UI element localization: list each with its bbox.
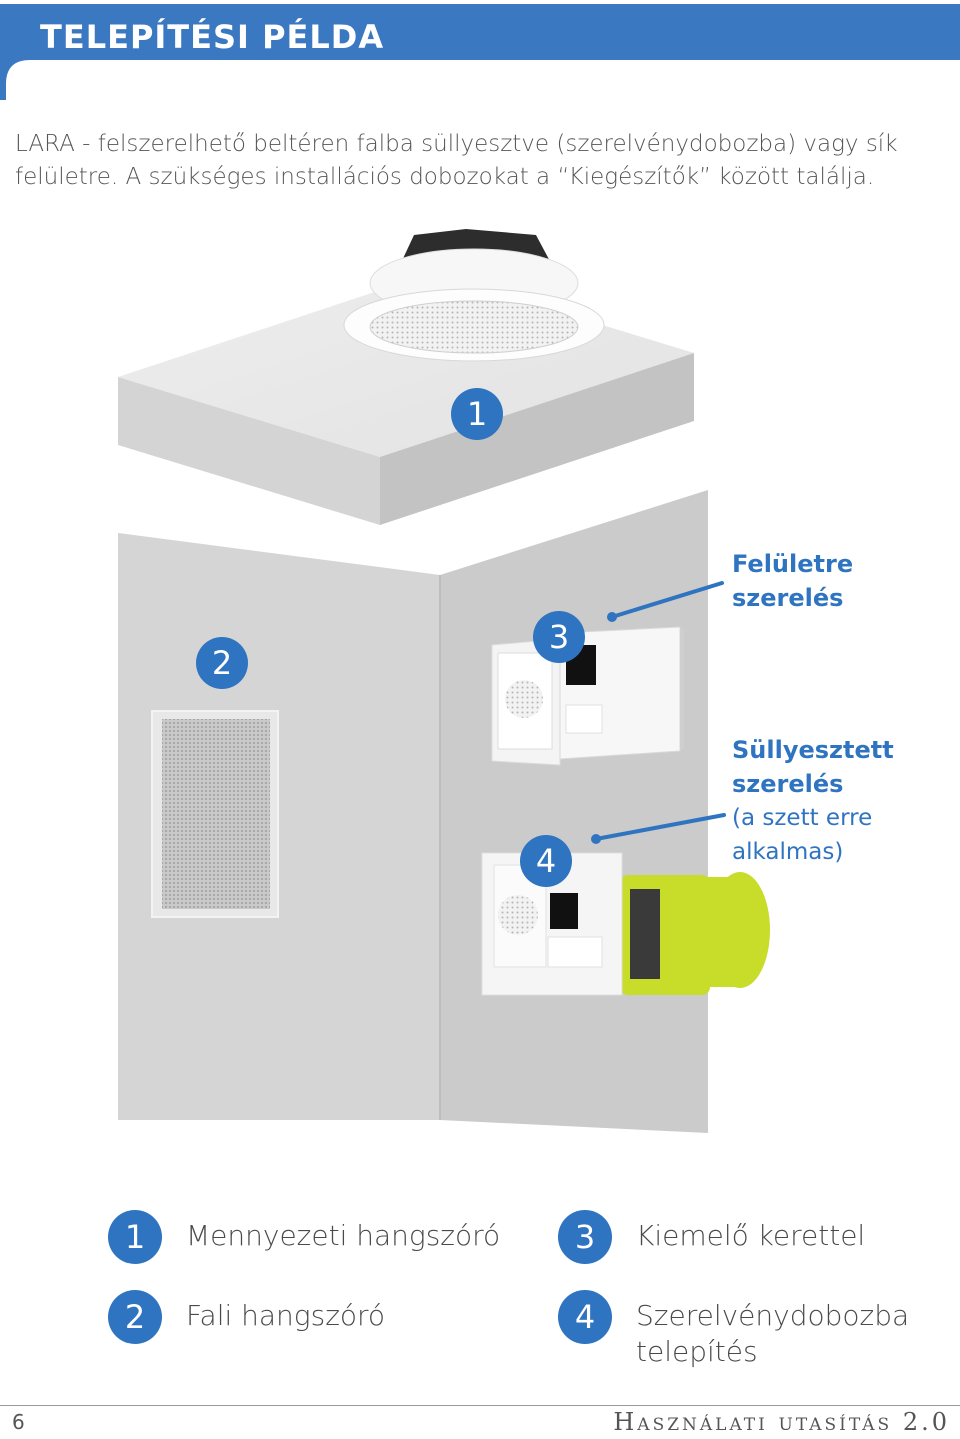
legend-item-3: 3 Kiemelő kerettel	[558, 1210, 865, 1264]
legend-number: 1	[108, 1210, 162, 1264]
room-corner-drawing	[118, 229, 770, 1133]
legend-number: 2	[108, 1290, 162, 1344]
legend-item-2: 2 Fali hangszóró	[108, 1290, 385, 1344]
legend-label: Kiemelő kerettel	[636, 1219, 866, 1252]
footer-title: Használati utasítás 2.0	[613, 1408, 950, 1436]
right-wall	[440, 490, 708, 1133]
flush-mount-device	[481, 852, 770, 996]
legend-number: 4	[558, 1290, 612, 1344]
scene-badge-3: 3	[533, 611, 585, 663]
wall-speaker	[151, 710, 279, 918]
scene-badge-4: 4	[520, 835, 572, 887]
legend-number: 3	[558, 1210, 612, 1264]
page-title: TELEPÍTÉSI PÉLDA	[40, 18, 385, 56]
legend-label: Szerelvénydobozba	[636, 1299, 910, 1332]
ceiling-speaker	[343, 229, 605, 362]
legend-item-1: 1 Mennyezeti hangszóró	[108, 1210, 500, 1264]
callout-surface-mount: Felületre szerelés	[732, 550, 854, 612]
legend-item-4: 4 Szerelvénydobozba telepítés	[558, 1290, 909, 1370]
legend-label: Fali hangszóró	[186, 1299, 386, 1332]
legend-label: Mennyezeti hangszóró	[186, 1219, 501, 1252]
intro-paragraph: LARA - felszerelhető beltéren falba süll…	[15, 131, 898, 190]
ceiling-slab	[118, 229, 694, 525]
section-header: TELEPÍTÉSI PÉLDA	[0, 0, 960, 100]
scene-badge-1: 1	[451, 388, 503, 440]
installation-illustration: 1 2 3 4 Felületre szerelés Süllyesztett …	[0, 225, 960, 1145]
scene-badge-2: 2	[196, 637, 248, 689]
legend-label-line2: telepítés	[636, 1335, 758, 1368]
callout-flush-mount: Süllyesztett szerelés (a szett erre alka…	[732, 736, 894, 865]
surface-mount-device	[491, 626, 684, 766]
header-banner	[0, 4, 960, 100]
page-number: 6	[12, 1410, 25, 1434]
footer-divider	[0, 1405, 960, 1406]
